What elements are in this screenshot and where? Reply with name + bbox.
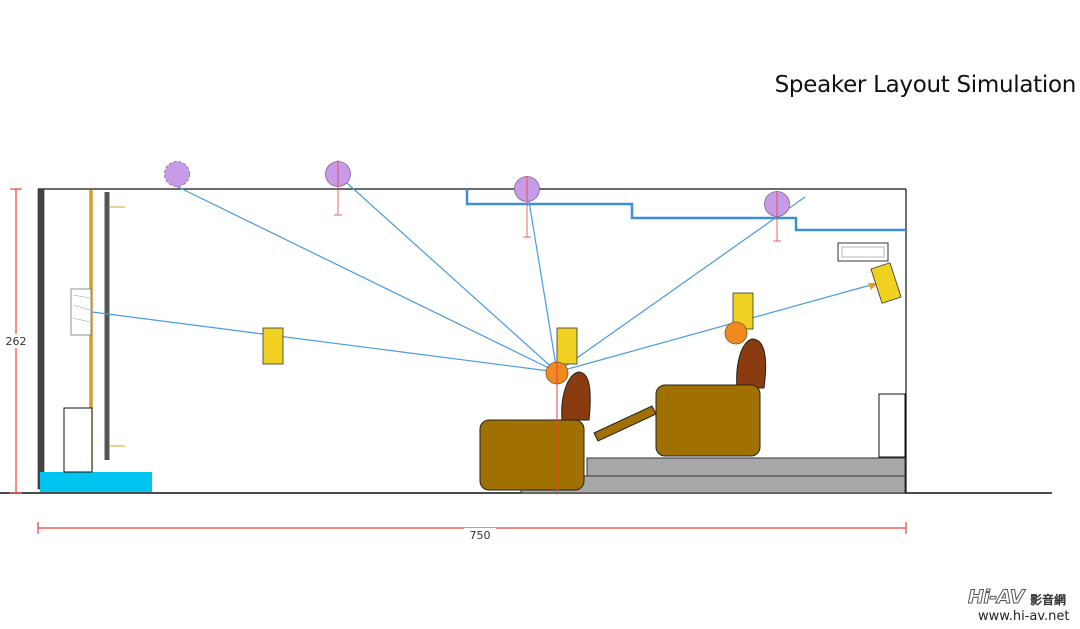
screen-speaker: [70, 288, 92, 336]
overhead-speaker-2: [325, 160, 351, 216]
overhead-speaker-3: [514, 176, 540, 238]
front-subwoofer: [63, 407, 93, 473]
side-speaker-mid: [556, 327, 578, 365]
ray-overhead-2: [337, 174, 558, 373]
rear-listener-head: [724, 321, 748, 345]
ray-arrow-head: [868, 283, 878, 290]
overhead-speaker-4: [764, 191, 790, 242]
side-speaker-rear: [870, 262, 902, 304]
rear-subwoofer: [878, 393, 906, 458]
height-label: 262: [6, 335, 27, 348]
rear-row-seat: [655, 338, 767, 457]
width-label: 750: [470, 529, 491, 542]
ray-side-rear: [556, 282, 879, 373]
front-wall-panel: [37, 188, 45, 490]
watermark-url: www.hi-av.net: [978, 609, 1070, 624]
ray-overhead-4: [556, 196, 806, 373]
front-stage-block: [40, 472, 152, 492]
diagram-title: Speaker Layout Simulation: [774, 72, 1077, 98]
ray-screen: [91, 311, 558, 373]
overhead-speaker-1: [164, 161, 190, 187]
riser-upper: [586, 457, 906, 477]
ceiling-soffit: [465, 189, 906, 232]
rear-speaker: [837, 242, 889, 262]
ray-overhead-1: [175, 185, 558, 373]
watermark-chinese: 影音網: [1030, 593, 1067, 607]
front-row-seat: [479, 371, 657, 491]
watermark-brand: Hi-AV: [968, 586, 1025, 609]
ray-overhead-3: [526, 188, 558, 373]
side-speaker-front: [262, 327, 284, 365]
